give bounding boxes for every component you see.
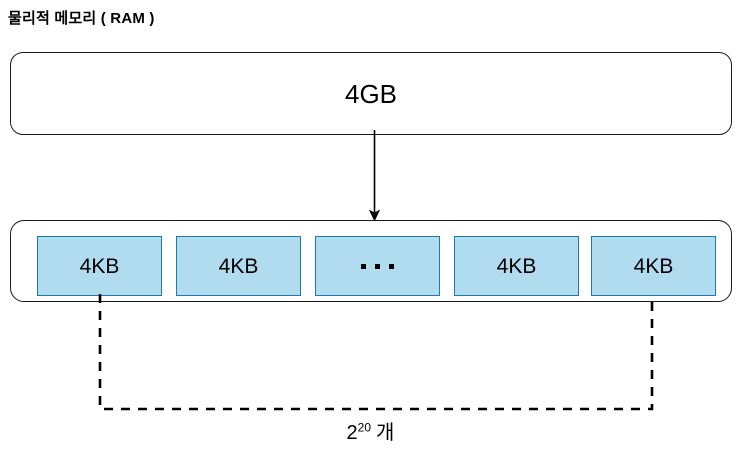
page-frame-2: 4KB	[176, 236, 301, 296]
page-frame-5: 4KB	[591, 236, 716, 296]
page-frame-label: 4KB	[633, 254, 674, 278]
count-bracket	[98, 294, 654, 411]
down-arrow-icon	[368, 130, 381, 222]
physical-memory-size-label: 4GB	[344, 78, 398, 109]
count-exponent: 20	[357, 420, 372, 435]
page-frame-label: 4KB	[79, 254, 120, 278]
page-frame-label: 4KB	[218, 254, 259, 278]
page-frame-label: 4KB	[496, 254, 537, 278]
page-frame-ellipsis	[315, 236, 440, 296]
page-frames-container: 4KB 4KB 4KB 4KB	[10, 220, 732, 302]
count-base: 2	[346, 422, 358, 444]
diagram-title: 물리적 메모리 ( RAM )	[8, 10, 155, 27]
count-unit: 개	[376, 422, 395, 444]
page-frame-4: 4KB	[454, 236, 579, 296]
physical-memory-box: 4GB	[10, 52, 732, 135]
frame-count-label: 220 개	[0, 420, 741, 444]
page-frame-1: 4KB	[37, 236, 162, 296]
ellipsis-icon	[361, 263, 394, 269]
